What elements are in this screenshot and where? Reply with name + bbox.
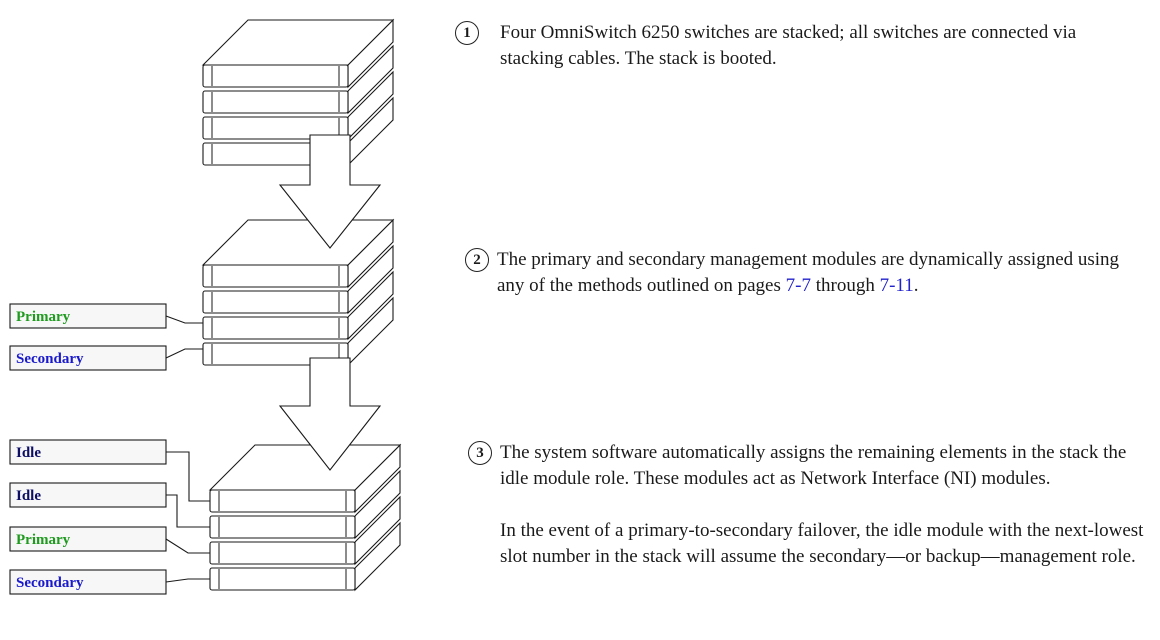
label-secondary-1-text: Secondary (16, 351, 84, 367)
page-link-7-11[interactable]: 7-11 (879, 275, 914, 296)
page-link-7-7[interactable]: 7-7 (785, 275, 811, 296)
label-idle-2-text: Idle (16, 488, 41, 504)
switch-unit (202, 290, 349, 314)
switch-unit (209, 489, 356, 513)
label-secondary-2-box (9, 569, 167, 595)
step-3-number: 3 (468, 441, 492, 465)
label-primary-2-text: Primary (16, 532, 71, 548)
switch-unit (202, 264, 349, 288)
switch-unit (209, 567, 356, 591)
switch-unit (209, 515, 356, 539)
down-arrow-1 (278, 134, 382, 249)
step-3-paragraph-2: In the event of a primary-to-secondary f… (500, 520, 1144, 567)
switch-unit (202, 90, 349, 114)
step-2-text-middle: through (810, 275, 880, 296)
switch-unit (209, 541, 356, 565)
connector-secondary-2 (165, 578, 210, 583)
label-idle-1-box (9, 439, 167, 465)
switch-unit (202, 64, 349, 88)
label-idle-1-text: Idle (16, 445, 41, 461)
switch-stack-2 (201, 218, 395, 367)
step-2-number: 2 (465, 248, 489, 272)
step-1-number: 1 (455, 21, 479, 45)
connector-primary-2 (165, 538, 210, 554)
connector-idle-1 (166, 451, 210, 502)
step-2-text-after: . (913, 275, 919, 296)
label-primary-2-box (9, 526, 167, 552)
step-1-text: Four OmniSwitch 6250 switches are stacke… (500, 22, 1077, 69)
label-primary-1-text: Primary (16, 309, 71, 325)
connector-secondary-1 (165, 348, 203, 359)
switch-unit (202, 316, 349, 340)
switch-stack-1 (201, 18, 395, 167)
step-3-text: The system software automatically assign… (500, 440, 1145, 570)
connector-idle-2 (166, 494, 210, 528)
step-2-text: The primary and secondary management mod… (497, 247, 1137, 299)
switch-stack-3 (208, 443, 402, 592)
step-3-paragraph-1: The system software automatically assign… (500, 442, 1127, 489)
label-secondary-1-box (9, 345, 167, 371)
step-2-text-before: The primary and secondary management mod… (497, 249, 1120, 296)
label-secondary-2-text: Secondary (16, 575, 84, 591)
connector-primary-1 (165, 315, 203, 324)
switch-unit (202, 116, 349, 140)
down-arrow-2 (278, 357, 382, 471)
